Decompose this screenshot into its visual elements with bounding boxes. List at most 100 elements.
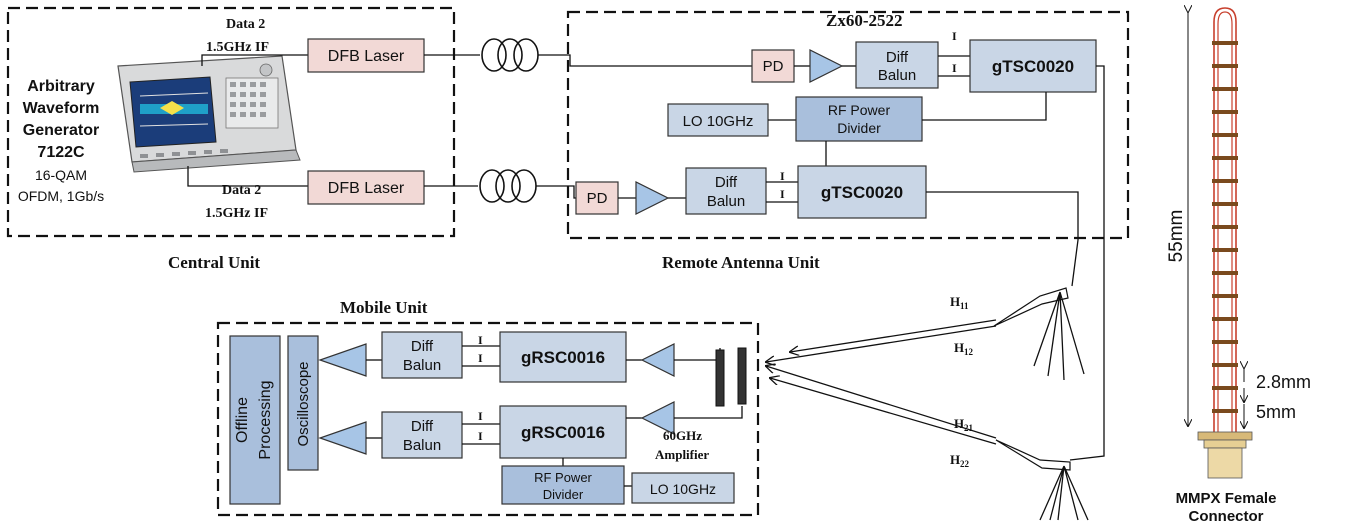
laser2-box — [307, 170, 425, 205]
mobile-iq1b-label: I — [478, 351, 483, 365]
spacing-label: 2.8mm — [1256, 372, 1311, 392]
lna1-to-antenna — [674, 348, 721, 361]
balun1-iq-lines — [938, 55, 970, 77]
awg-title-line-3: Generator — [23, 122, 99, 139]
mobile-balun1-iq-lines — [462, 345, 500, 367]
mobile-lo-label: LO 10GHz — [650, 481, 716, 497]
svg-text:12: 12 — [964, 347, 974, 357]
awg-title-line-4: 7122C — [37, 144, 85, 161]
remote-balun1-line-2: Balun — [878, 67, 916, 84]
receiver2-box — [499, 405, 627, 459]
channel-h11-label: H 11 — [950, 294, 969, 311]
oscilloscope-label: Oscilloscope — [295, 361, 312, 446]
awg-instrument-icon — [117, 55, 301, 173]
mmpx-antenna-drawing — [1212, 7, 1238, 432]
width-label: 5mm — [1256, 402, 1296, 422]
pd2-label: PD — [587, 190, 608, 207]
mobile-unit-label: Mobile Unit — [340, 298, 428, 317]
mobile-divider-line-1: RF Power — [534, 470, 592, 485]
remote-balun2-box — [685, 167, 767, 215]
remote-balun1-line-1: Diff — [886, 49, 909, 66]
mobile-unit-frame — [216, 321, 760, 517]
path2-label-line-1: Data 2 — [222, 183, 261, 198]
laser1-box — [307, 38, 425, 73]
remote-unit-label: Remote Antenna Unit — [662, 253, 820, 272]
amplifier-2-icon — [635, 181, 670, 215]
receiver2-label: gRSC0016 — [521, 423, 605, 442]
mobile-balun2-line-1: Diff — [411, 418, 434, 435]
balun2-iq-lines — [766, 181, 798, 203]
tx1-output-line — [1096, 65, 1105, 236]
receive-antenna-1-icon — [715, 349, 725, 407]
link-h21 — [766, 366, 997, 439]
svg-text:H: H — [954, 340, 964, 355]
oscilloscope-box — [287, 335, 319, 471]
offline-processing-line-2: Processing — [257, 380, 274, 459]
path1-label-line-1: Data 2 — [226, 17, 265, 32]
mmpx-connector-icon — [1197, 431, 1253, 479]
remote-divider-line-1: RF Power — [828, 102, 891, 118]
mobile-iq2-label: I — [478, 409, 483, 423]
remote-balun2-line-1: Diff — [715, 174, 738, 191]
mobile-balun1-line-1: Diff — [411, 338, 434, 355]
fiber2-to-pd2 — [536, 185, 576, 199]
remote-iq2-label: I — [780, 169, 785, 183]
central-unit-label: Central Unit — [168, 253, 260, 272]
mobile-lo-box — [631, 472, 735, 504]
lna2-to-antenna — [674, 406, 743, 419]
mobile-balun2-iq-lines — [462, 423, 500, 445]
connector-label-line-1: MMPX Female — [1176, 490, 1277, 507]
link-h22 — [770, 378, 997, 445]
awg-title-line-2: Waveform — [23, 100, 100, 117]
mobile-amplifier-1-icon — [318, 343, 367, 377]
remote-iq2b-label: I — [780, 187, 785, 201]
mobile-divider-line-2: Divider — [543, 487, 584, 502]
path1-label-line-2: 1.5GHz IF — [206, 40, 269, 55]
divider-to-tx1 — [922, 92, 1047, 121]
mobile-iq2b-label: I — [478, 429, 483, 443]
mobile-lna-1-icon — [640, 343, 675, 377]
central-unit-frame — [6, 6, 456, 238]
horn-antenna-2-icon — [995, 439, 1089, 521]
offline-processing-line-1: Offline — [234, 397, 251, 443]
svg-text:H: H — [950, 294, 960, 309]
svg-text:22: 22 — [960, 459, 970, 469]
transmitter1-box — [969, 39, 1097, 93]
amplifier-label-line-1: 60GHz — [663, 428, 702, 443]
mobile-divider-box — [501, 465, 625, 505]
transmitter2-box — [797, 165, 927, 219]
awg-to-laser1-line — [201, 54, 308, 66]
remote-iq1b-label: I — [952, 61, 957, 75]
remote-divider-box — [795, 96, 923, 142]
tx1-to-horn2 — [1069, 236, 1105, 461]
mobile-iq1-label: I — [478, 333, 483, 347]
pd1-label: PD — [763, 58, 784, 75]
svg-text:21: 21 — [964, 423, 974, 433]
receiver1-label: gRSC0016 — [521, 348, 605, 367]
fiber1-to-pd1 — [538, 54, 752, 67]
mobile-balun2-line-2: Balun — [403, 437, 441, 454]
tx2-to-horn1 — [926, 191, 1079, 287]
channel-h22-label: H 22 — [950, 452, 970, 469]
remote-lo-label: LO 10GHz — [683, 113, 754, 130]
transmitter1-label: gTSC0020 — [992, 57, 1074, 76]
fiber-coil-1 — [481, 38, 539, 72]
awg-sub-line-2: OFDM, 1Gb/s — [18, 188, 104, 204]
mobile-amplifier-2-icon — [318, 421, 367, 455]
amplifier-label-line-2: Amplifier — [655, 447, 709, 462]
length-label: 55mm — [1166, 210, 1187, 263]
receive-antenna-2-icon — [737, 347, 747, 405]
fiber-coil-2 — [479, 169, 537, 203]
amplifier-model-label: Zx60-2522 — [826, 11, 903, 30]
laser1-label: DFB Laser — [328, 48, 405, 65]
laser2-label: DFB Laser — [328, 180, 405, 197]
mobile-balun2-box — [381, 411, 463, 459]
remote-unit-frame — [566, 10, 1130, 240]
remote-balun1-box — [855, 41, 939, 89]
horn-antenna-1-icon — [993, 287, 1085, 381]
amplifier-1-icon — [809, 49, 844, 83]
svg-text:H: H — [950, 452, 960, 467]
mobile-balun1-line-2: Balun — [403, 357, 441, 374]
channel-h12-label: H 12 — [954, 340, 974, 357]
